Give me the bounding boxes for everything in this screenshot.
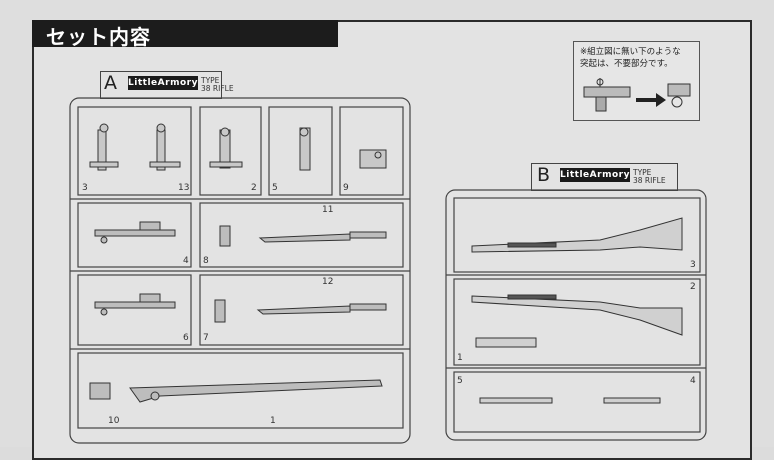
part-number: 1 bbox=[457, 353, 463, 363]
sprue-a-type-1: TYPE bbox=[201, 76, 220, 85]
part-number: 8 bbox=[203, 256, 209, 266]
sprue-b-tag bbox=[531, 163, 678, 191]
part-number: 7 bbox=[203, 333, 209, 343]
part-number: 13 bbox=[178, 183, 190, 193]
part-number: 10 bbox=[108, 416, 120, 426]
sprue-b-letter: B bbox=[537, 164, 551, 186]
section-title: セット内容 bbox=[46, 25, 151, 49]
sprue-a-tag bbox=[100, 71, 222, 99]
part-number: 6 bbox=[183, 333, 189, 343]
part-number: 5 bbox=[457, 376, 463, 386]
instruction-page: セット内容 ※組立図に無い下のような 突起は、不要部分です。 bbox=[32, 20, 752, 460]
section-header: セット内容 bbox=[32, 20, 338, 49]
part-number: 4 bbox=[183, 256, 189, 266]
sprue-b-type-1: TYPE bbox=[633, 168, 652, 177]
note-box: ※組立図に無い下のような 突起は、不要部分です。 bbox=[573, 41, 700, 121]
part-number: 9 bbox=[343, 183, 349, 193]
part-number: 5 bbox=[272, 183, 278, 193]
part-number: 1 bbox=[270, 416, 276, 426]
sprue-a-logo: LittleArmory bbox=[128, 76, 198, 90]
part-number: 3 bbox=[690, 260, 696, 270]
sprue-b-type-2: 38 RIFLE bbox=[633, 176, 666, 185]
note-line-2: 突起は、不要部分です。 bbox=[580, 59, 673, 69]
note-illustration bbox=[583, 78, 691, 112]
part-number: 2 bbox=[690, 282, 696, 292]
part-number: 12 bbox=[322, 277, 334, 287]
sprue-a-type-2: 38 RIFLE bbox=[201, 84, 234, 93]
sprue-diagram bbox=[69, 97, 707, 444]
sprue-a-letter: A bbox=[104, 72, 117, 94]
note-line-1: ※組立図に無い下のような bbox=[580, 47, 681, 57]
part-number: 3 bbox=[82, 183, 88, 193]
part-number: 4 bbox=[690, 376, 696, 386]
part-number: 2 bbox=[251, 183, 257, 193]
arrow-icon bbox=[636, 93, 666, 107]
sprue-b-logo: LittleArmory bbox=[560, 168, 630, 182]
part-number: 11 bbox=[322, 205, 334, 215]
